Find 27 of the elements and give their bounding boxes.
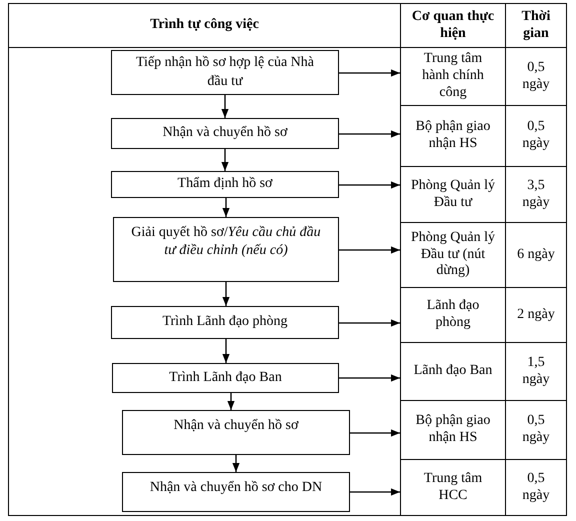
arrow [339,319,400,327]
arrow [339,130,400,138]
process-box: Giải quyết hồ sơ/Yêu cầu chủ đầu tư điều chỉnh (nếu có) [113,217,339,282]
arrow [339,181,400,189]
process-box: Nhận và chuyển hồ sơ [122,410,350,455]
arrow [232,455,240,472]
process-box: Nhận và chuyển hồ sơ [111,118,339,149]
arrow [222,198,230,217]
arrow [350,429,400,437]
arrow [339,374,400,382]
table-cell: 0,5 ngày [505,459,567,516]
process-box: Trình Lãnh đạo Ban [112,363,339,393]
column-header: Trình tự công việc [8,3,401,48]
arrow [350,488,400,496]
arrow [227,393,235,410]
arrow [339,69,400,77]
column-header: Thời gian [505,3,567,48]
process-box: Thẩm định hồ sơ [111,171,339,198]
arrow [339,246,400,254]
process-box: Nhận và chuyển hồ sơ cho DN [122,472,350,512]
arrow [221,149,229,171]
process-box: Tiếp nhận hồ sơ hợp lệ của Nhà đầu tư [111,50,339,95]
table-cell: Trung tâm HCC [400,459,506,516]
process-box: Trình Lãnh đạo phòng [111,306,339,339]
arrow [222,339,230,363]
arrow [221,95,229,118]
arrow [222,282,230,306]
